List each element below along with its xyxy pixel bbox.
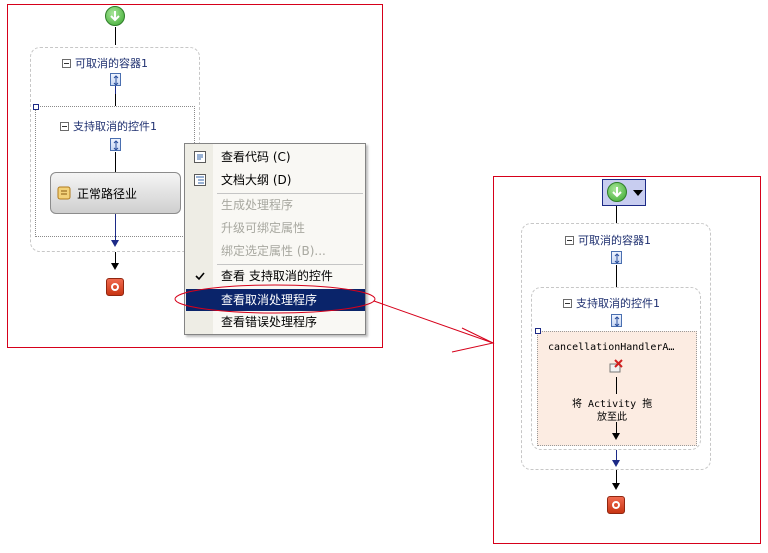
connector-line [115, 27, 116, 45]
handler-title: cancellationHandlerA… [548, 342, 675, 353]
outline-icon [194, 174, 206, 186]
selection-handle[interactable] [535, 328, 541, 334]
connector-line [616, 206, 617, 223]
container-title: 可取消的容器1 [565, 232, 651, 248]
inner-title: 支持取消的控件1 [60, 118, 157, 134]
start-dropdown-button[interactable] [602, 179, 646, 206]
pointer-arrow [373, 300, 494, 344]
menu-separator [217, 193, 363, 194]
inner-title: 支持取消的控件1 [563, 295, 660, 311]
chevron-down-icon [633, 190, 643, 196]
menu-item-promote-bindable[interactable]: 升级可绑定属性 [221, 221, 306, 235]
cancellable-control[interactable] [531, 287, 701, 450]
scroll-icon [57, 186, 71, 200]
container-title-text: 可取消的容器1 [578, 234, 651, 247]
menu-item-view-cancel-handler[interactable]: 查看取消处理程序 [186, 289, 365, 311]
connector-line [115, 252, 116, 264]
context-menu: 查看代码 (C) 文档大纲 (D) 生成处理程序 升级可绑定属性 绑定选定属性 … [184, 143, 366, 335]
inner-title-text: 支持取消的控件1 [576, 297, 660, 310]
collapse-icon[interactable] [565, 235, 574, 245]
menu-item-generate-handlers[interactable]: 生成处理程序 [221, 198, 294, 212]
menu-item-document-outline[interactable]: 文档大纲 (D) [186, 169, 365, 191]
connector-line [616, 265, 617, 287]
insert-connector-icon[interactable] [611, 251, 622, 264]
connector-line [115, 94, 116, 106]
collapse-icon[interactable] [60, 121, 69, 131]
start-icon[interactable] [105, 6, 125, 26]
stop-icon[interactable] [607, 496, 625, 514]
connector-line [616, 470, 617, 484]
insert-connector-icon[interactable] [110, 73, 121, 86]
arrow-down-icon [612, 460, 620, 467]
selection-handle[interactable] [33, 104, 39, 110]
container-title: 可取消的容器1 [62, 55, 148, 71]
connector-line [115, 86, 116, 94]
cancellation-handler-area[interactable] [537, 331, 697, 446]
menu-separator [217, 264, 363, 265]
arrow-down-icon [612, 483, 620, 490]
menu-item-bind-selected[interactable]: 绑定选定属性 (B)... [221, 244, 326, 258]
menu-item-view-cancellable-control[interactable]: 查看 支持取消的控件 [186, 265, 365, 287]
connector-line [616, 450, 617, 462]
checkmark-icon [195, 272, 205, 281]
arrow-down-icon [111, 263, 119, 270]
menu-item-view-fault-handler[interactable]: 查看错误处理程序 [221, 315, 318, 329]
arrow-down-icon [111, 240, 119, 247]
connector-line [115, 152, 116, 172]
connector-line [616, 377, 617, 394]
connector-line [616, 422, 617, 434]
inner-title-text: 支持取消的控件1 [73, 120, 157, 133]
container-title-text: 可取消的容器1 [75, 57, 148, 70]
pointer-arrowhead [451, 327, 495, 353]
insert-connector-icon[interactable] [611, 314, 622, 327]
stop-icon[interactable] [106, 278, 124, 296]
activity-label: 正常路径业 [77, 187, 138, 201]
cancellable-container[interactable] [521, 223, 711, 470]
connector-line [115, 214, 116, 242]
drop-hint-line1: 将 Activity 拖 [572, 399, 653, 410]
code-icon [194, 151, 206, 163]
menu-item-view-code[interactable]: 查看代码 (C) [186, 146, 365, 168]
start-icon [607, 182, 627, 202]
insert-connector-icon[interactable] [110, 138, 121, 151]
drop-hint-line2: 放至此 [597, 412, 627, 423]
cancel-handler-icon [609, 359, 623, 373]
normal-path-activity[interactable]: 正常路径业 [50, 172, 181, 214]
arrow-down-icon [612, 433, 620, 440]
collapse-icon[interactable] [563, 298, 572, 308]
collapse-icon[interactable] [62, 58, 71, 68]
